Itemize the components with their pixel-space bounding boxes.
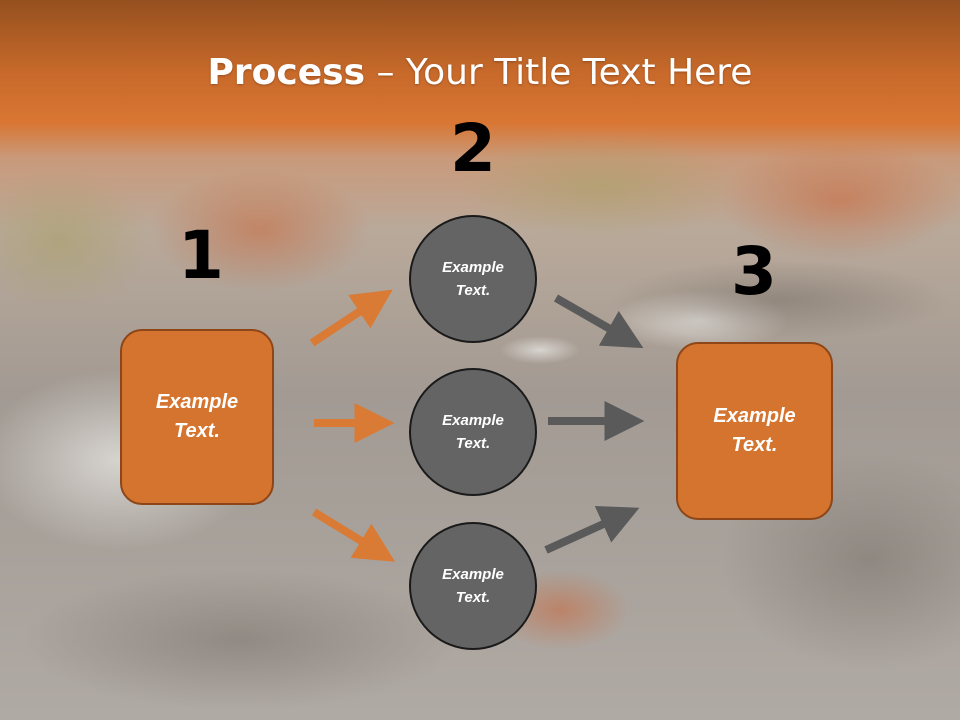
step-2-circle-top[interactable]: Example Text. [409, 215, 537, 343]
arrow-to-bottom [311, 508, 396, 562]
title-rest: Your Title Text Here [405, 52, 753, 93]
arrow-from-top [554, 294, 644, 349]
title-bold: Process [207, 52, 366, 93]
arrow-to-top [309, 289, 393, 347]
step-2-circle-bottom[interactable]: Example Text. [409, 522, 537, 650]
step-number-3: 3 [731, 233, 777, 310]
title-separator: – [365, 52, 406, 93]
step-3-box[interactable]: Example Text. [676, 342, 833, 520]
circle-bottom-label: Example Text. [442, 566, 504, 606]
step-2-circle-middle[interactable]: Example Text. [409, 368, 537, 496]
circle-middle-label: Example Text. [442, 412, 504, 452]
step-1-label: Example Text. [155, 391, 239, 442]
circle-top-label: Example Text. [442, 259, 504, 299]
arrow-from-bottom [544, 506, 640, 554]
step-number-1: 1 [178, 217, 224, 294]
slide-title: Process – Your Title Text Here [0, 52, 960, 93]
step-number-2: 2 [450, 110, 496, 187]
step-1-box[interactable]: Example Text. [120, 329, 274, 505]
step-3-label: Example Text. [713, 405, 796, 456]
